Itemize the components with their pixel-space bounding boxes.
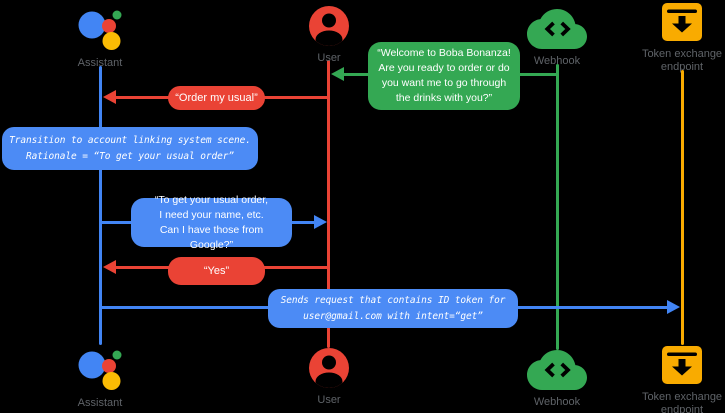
user-lifeline <box>327 60 330 348</box>
arrowhead-right-icon <box>667 300 680 314</box>
message-bubble-order-my-usual: “Order my usual” <box>168 86 265 110</box>
actor-label: Token exchange endpoint <box>641 391 723 413</box>
actor-label: User <box>317 394 341 406</box>
message-bubble-welcome: “Welcome to Boba Bonanza! Are you ready … <box>368 42 520 110</box>
token-exchange-icon <box>661 345 703 385</box>
assistant-lifeline <box>99 66 102 345</box>
message-bubble-ask-permission: “To get your usual order, I need your na… <box>131 194 292 251</box>
token-exchange-icon <box>661 2 703 42</box>
actor-token-bottom: Token exchange endpoint <box>637 345 725 413</box>
actor-webhook-top: Webhook <box>512 9 602 68</box>
webhook-cloud-icon <box>527 350 587 390</box>
arrowhead-right-icon <box>314 215 327 229</box>
actor-token-top: Token exchange endpoint <box>637 2 725 73</box>
arrowhead-left-icon <box>331 67 344 81</box>
actor-assistant-bottom: Assistant <box>55 345 145 410</box>
actor-webhook-bottom: Webhook <box>512 350 602 409</box>
actor-label: User <box>317 52 341 64</box>
user-icon <box>309 6 349 46</box>
assistant-logo-icon <box>76 5 124 51</box>
actor-label: Assistant <box>77 57 123 69</box>
actor-user-bottom: User <box>289 348 369 407</box>
actor-label: Assistant <box>77 397 123 409</box>
actor-label: Webhook <box>533 55 581 67</box>
token-endpoint-lifeline <box>681 70 684 345</box>
user-icon <box>309 348 349 388</box>
arrowhead-left-icon <box>103 260 116 274</box>
actor-user-top: User <box>289 6 369 65</box>
arrowhead-left-icon <box>103 90 116 104</box>
webhook-lifeline <box>556 64 559 350</box>
note-bubble-send-request: Sends request that contains ID token for… <box>268 289 518 328</box>
actor-label: Token exchange endpoint <box>641 48 723 73</box>
assistant-logo-icon <box>76 345 124 391</box>
note-bubble-transition: Transition to account linking system sce… <box>2 127 258 170</box>
actor-label: Webhook <box>533 396 581 408</box>
actor-assistant-top: Assistant <box>55 5 145 70</box>
webhook-cloud-icon <box>527 9 587 49</box>
message-bubble-yes: “Yes” <box>168 257 265 285</box>
